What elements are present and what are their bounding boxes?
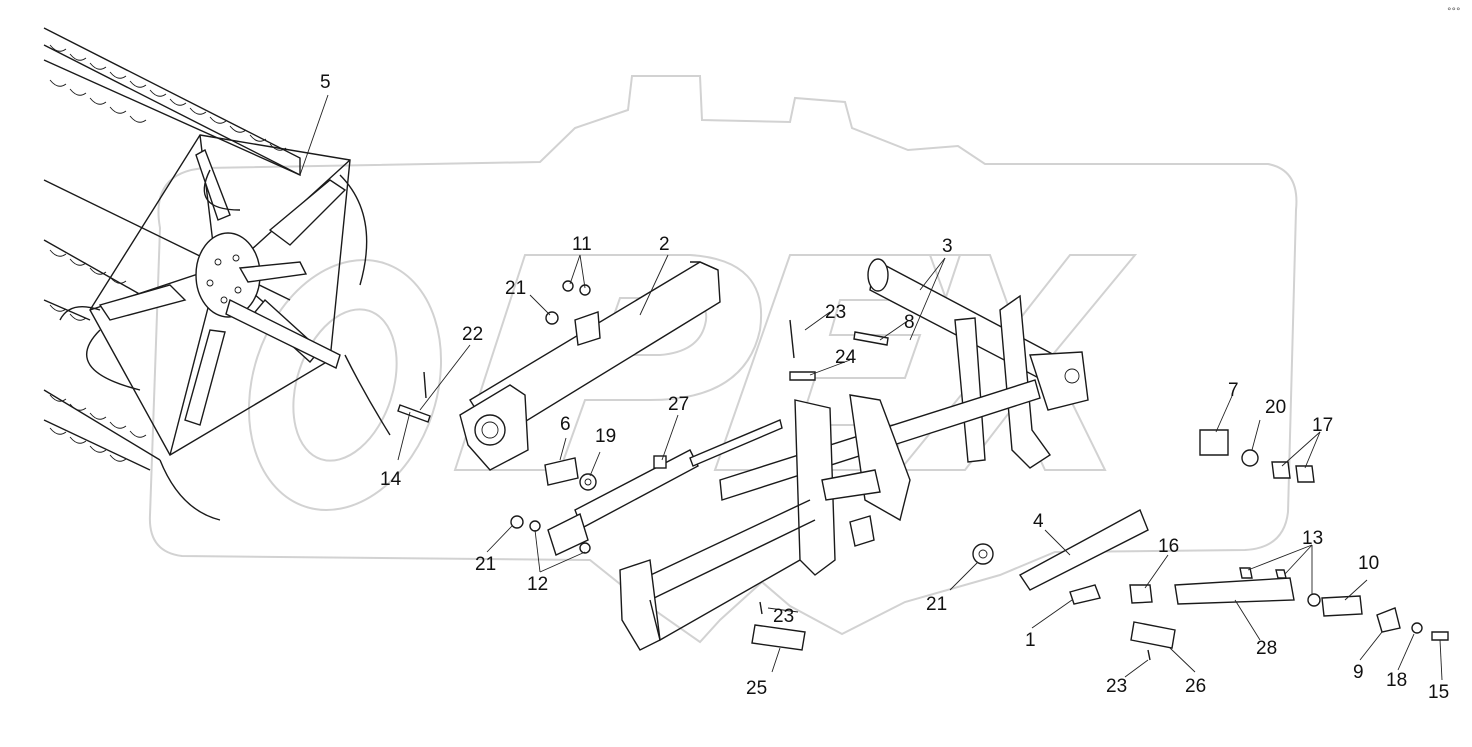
callout-10: 10 (1358, 553, 1379, 574)
callout-23-bottom: 23 (1106, 676, 1127, 697)
callout-labels: 5 11 2 3 21 22 23 8 24 27 6 19 14 7 20 1… (320, 72, 1449, 703)
callout-11: 11 (572, 234, 592, 255)
callout-15: 15 (1428, 682, 1449, 703)
callout-12: 12 (527, 574, 548, 595)
callout-3: 3 (942, 236, 953, 257)
callout-21-left: 21 (475, 554, 496, 575)
part-2-arm (459, 261, 721, 471)
callout-26: 26 (1185, 676, 1206, 697)
callout-13: 13 (1302, 528, 1323, 549)
part-27-cylinder (547, 419, 783, 556)
callout-14: 14 (380, 469, 402, 490)
callout-23-mid: 23 (773, 606, 794, 627)
callout-18: 18 (1386, 670, 1407, 691)
callout-23-top: 23 (825, 302, 846, 323)
reel-assembly (43, 27, 391, 521)
callout-21-top: 21 (505, 278, 526, 299)
small-parts (397, 280, 1449, 661)
corner-mark: °°° (1447, 7, 1461, 17)
callout-16: 16 (1158, 536, 1179, 557)
callout-24: 24 (835, 347, 857, 368)
callout-9: 9 (1353, 662, 1364, 683)
callout-4: 4 (1033, 511, 1044, 532)
leader-lines (299, 94, 1443, 681)
callout-21-mid: 21 (926, 594, 947, 615)
callout-7: 7 (1228, 380, 1239, 401)
callout-17: 17 (1312, 415, 1333, 436)
callout-22: 22 (462, 324, 483, 345)
callout-2: 2 (659, 234, 670, 255)
callout-6: 6 (560, 414, 571, 435)
callout-27: 27 (668, 394, 689, 415)
callout-8: 8 (904, 312, 915, 333)
callout-1: 1 (1025, 630, 1036, 651)
part-3-frame (639, 258, 1089, 601)
lower-arm-bracket (619, 559, 801, 651)
callout-19: 19 (595, 426, 616, 447)
callout-5: 5 (320, 72, 331, 93)
callout-28: 28 (1256, 638, 1277, 659)
callout-20: 20 (1265, 397, 1286, 418)
callout-25: 25 (746, 678, 767, 699)
